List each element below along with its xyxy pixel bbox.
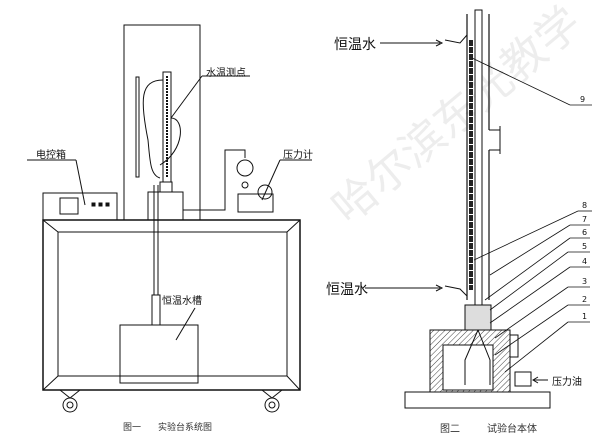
outer-jacket: [466, 14, 490, 300]
wheel-right: [264, 397, 280, 413]
inlet-arrow-bottom: [365, 284, 444, 292]
part-number-5: 5: [582, 242, 588, 251]
label-control-box: 电控箱: [36, 150, 66, 161]
inlet-arrow-top: [380, 39, 444, 47]
part-number-1: 1: [582, 312, 588, 321]
part-number-2: 2: [582, 295, 588, 304]
pressure-gauge-dial: [236, 159, 254, 177]
thermostatic-tank: [119, 324, 199, 384]
label-pressure-oil: 压力油: [552, 377, 582, 388]
seal-nut: [464, 304, 492, 331]
label-pressure-gauge: 压力计: [283, 150, 313, 161]
figure1-system-diagram: [27, 24, 312, 413]
hose: [142, 79, 164, 179]
figure2-caption-title: 试验台本体: [487, 424, 537, 435]
part-number-8: 8: [582, 201, 588, 210]
label-water-temp-point: 水温测点: [206, 68, 246, 79]
figure2-test-body: [365, 9, 592, 409]
wheel-left: [62, 397, 78, 413]
figure2-caption-number: 图二: [440, 424, 460, 435]
label-thermostatic-water-top: 恒温水: [334, 37, 376, 53]
thermometer: [135, 76, 140, 178]
back-panel: [123, 24, 201, 221]
figure1-caption-number: 图一: [123, 423, 142, 433]
figure1-caption-title: 实验台系统图: [158, 423, 213, 433]
pressure-line: [183, 149, 246, 211]
part-number-6: 6: [582, 228, 588, 237]
part-number-3: 3: [582, 277, 588, 286]
oil-connector: [514, 371, 532, 387]
base-block: [147, 191, 184, 221]
base-plate: [404, 391, 551, 409]
leader-lines: [471, 57, 592, 373]
part-number-4: 4: [582, 257, 588, 266]
label-thermostatic-tank: 恒温水槽: [162, 296, 202, 307]
leader-water-temp: [170, 75, 203, 119]
part-number-7: 7: [582, 215, 588, 224]
inner-rod: [474, 9, 483, 331]
part-number-9: 9: [580, 95, 586, 104]
label-thermostatic-water-bottom: 恒温水: [326, 282, 368, 298]
pressure-pump: [237, 193, 274, 213]
